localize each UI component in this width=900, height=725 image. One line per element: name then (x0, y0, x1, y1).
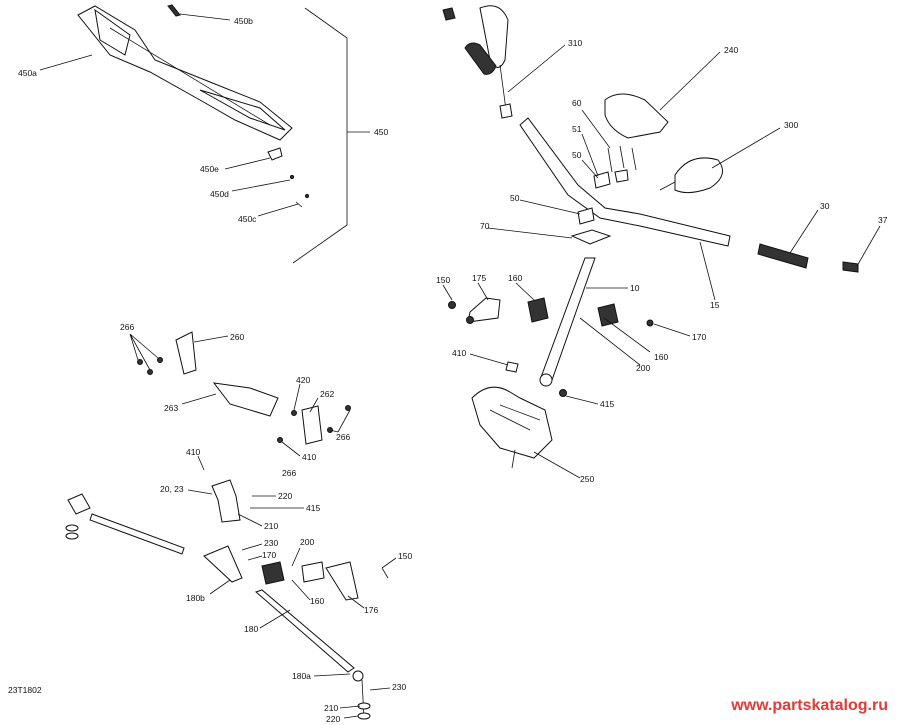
callout-label: 50 (572, 150, 582, 160)
callout-label: 15 (710, 300, 720, 310)
callout-labels: 450b 450a 450 450e 450d 450c 310 240 300… (18, 16, 888, 724)
callout-label: 37 (878, 215, 888, 225)
steering-gear-motor (471, 386, 553, 469)
callout-label: 420 (296, 375, 310, 385)
callout-label: 410 (302, 452, 316, 462)
callout-label: 160 (654, 352, 668, 362)
callout-label: 450e (200, 164, 219, 174)
drawing-number: 23T1802 (8, 685, 42, 695)
nut-150 (448, 301, 456, 309)
callout-label: 170 (262, 550, 276, 560)
callout-label: 180a (292, 671, 311, 681)
mirror-right (659, 157, 723, 194)
callout-label: 450d (210, 189, 229, 199)
callout-label: 263 (164, 403, 178, 413)
bolt-410 (505, 361, 519, 373)
callout-label: 266 (336, 432, 350, 442)
clamp-50 (614, 169, 629, 183)
plate-70 (570, 229, 612, 245)
bracket-176 (325, 561, 359, 601)
callout-label: 160 (310, 596, 324, 606)
handlebar-cover (604, 93, 669, 139)
callout-label: 175 (472, 273, 486, 283)
callout-label: 210 (264, 521, 278, 531)
callout-label: 200 (636, 363, 650, 373)
callout-label: 262 (320, 389, 334, 399)
callout-label: 50 (510, 193, 520, 203)
callout-label: 150 (436, 275, 450, 285)
bracket-175 (467, 297, 501, 323)
callout-label: 170 (692, 332, 706, 342)
tie-rod-upper (67, 493, 185, 555)
washers-lower (65, 524, 371, 720)
tie-rod-lower-180 (255, 589, 365, 719)
center-arm-180b (203, 545, 243, 583)
nut-150b (466, 316, 474, 324)
bolts-60 (607, 145, 637, 173)
callout-label: 180 (244, 624, 258, 634)
callout-label: 220 (326, 714, 340, 724)
steering-column (539, 257, 596, 387)
callout-label: 200 (300, 537, 314, 547)
callout-label: 210 (324, 703, 338, 713)
callout-label: 220 (278, 491, 292, 501)
bracket-262 (301, 405, 323, 445)
callout-label: 160 (508, 273, 522, 283)
bracket-263 (212, 382, 279, 417)
callout-label: 300 (784, 120, 798, 130)
leader-lines (39, 13, 881, 719)
callout-label: 450a (18, 68, 37, 78)
callout-label: 230 (392, 682, 406, 692)
callout-label: 266 (120, 322, 134, 332)
callout-label: 176 (364, 605, 378, 615)
bracket-260 (175, 331, 197, 375)
callout-label: 240 (724, 45, 738, 55)
pitman-arm-20 (211, 479, 241, 523)
nut-415 (559, 389, 567, 397)
callout-label: 150 (398, 551, 412, 561)
callout-label: 10 (630, 283, 640, 293)
callout-label: 260 (230, 332, 244, 342)
callout-label: 266 (282, 468, 296, 478)
callout-label: 310 (568, 38, 582, 48)
grip-right (757, 243, 809, 269)
bar-end-cap (442, 7, 456, 21)
callout-label: 410 (186, 447, 200, 457)
hand-guard-part (77, 4, 293, 141)
callout-label: 230 (264, 538, 278, 548)
callout-label: 20, 23 (160, 484, 184, 494)
callout-label: 415 (306, 503, 320, 513)
grip-left (464, 42, 497, 75)
callout-label: 410 (452, 348, 466, 358)
callout-label: 450b (234, 16, 253, 26)
screw-37 (842, 261, 859, 273)
bracket-line-450 (292, 7, 348, 264)
callout-label: 250 (580, 474, 594, 484)
clamp-51 (593, 171, 611, 189)
nut-170 (646, 319, 654, 327)
callout-label: 60 (572, 98, 582, 108)
callout-label: 30 (820, 201, 830, 211)
clamp-50b (577, 207, 595, 225)
bushing-160 (527, 297, 549, 323)
bushings-lower (261, 561, 325, 585)
callout-label: 51 (572, 124, 582, 134)
callout-label: 450c (238, 214, 257, 224)
callout-label: 450 (374, 127, 388, 137)
callout-label: 180b (186, 593, 205, 603)
callout-label: 70 (480, 221, 490, 231)
hand-guard-small-parts (267, 147, 310, 208)
bushing-160b (597, 303, 619, 327)
watermark-link[interactable]: www.partskatalog.ru (731, 697, 888, 714)
callout-label: 415 (600, 399, 614, 409)
